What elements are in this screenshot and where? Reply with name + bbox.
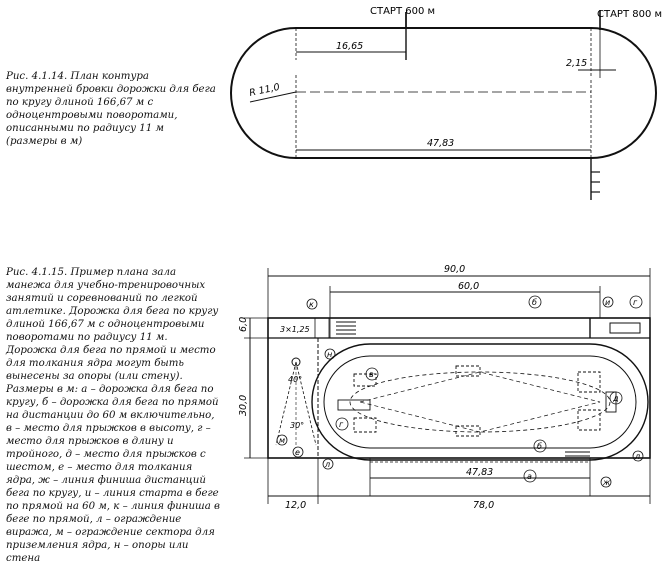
dim-30: 30,0 — [238, 395, 249, 416]
figure-1-track-plan — [230, 10, 657, 200]
dim-12: 12,0 — [285, 500, 306, 511]
dim-6: 6,0 — [238, 317, 249, 332]
dim-16-65: 16,65 — [336, 41, 363, 52]
label-e: е — [295, 448, 300, 457]
dim-90: 90,0 — [444, 264, 465, 275]
figure-2-letter-labels: к б и г н в г е м л б а ж д л — [279, 298, 640, 487]
label-a: а — [527, 472, 532, 481]
label-m: м — [279, 436, 285, 445]
drawings: СТАРТ 600 м СТАРТ 800 м 16,65 2,15 47,83… — [230, 6, 662, 511]
label-k: к — [309, 300, 314, 309]
dim-3x125: 3×1,25 — [280, 325, 310, 334]
label-i: и — [605, 298, 610, 307]
figure-1-caption: Рис. 4.1.14. План контура внутренней бро… — [6, 71, 216, 147]
dim-47-83: 47,83 — [427, 138, 454, 149]
dim-78: 78,0 — [473, 500, 494, 511]
label-v: в — [369, 370, 374, 379]
label-b-bottom: б — [537, 442, 542, 451]
label-l-left: л — [324, 460, 330, 469]
label-zh: ж — [602, 478, 611, 487]
oval-track-outer — [311, 343, 649, 461]
start-800-label: СТАРТ 800 м — [597, 9, 662, 20]
label-n: н — [327, 350, 332, 359]
label-g: г — [339, 420, 344, 429]
angle-40: 40° — [288, 375, 302, 384]
dim-60: 60,0 — [458, 281, 479, 292]
label-g-top: г — [633, 298, 638, 307]
figure-2-arena-plan — [244, 268, 651, 504]
label-d: д — [612, 394, 619, 403]
dim-2-15: 2,15 — [566, 58, 587, 69]
figure-2-caption: Рис. 4.1.15. Пример плана зала манежа дл… — [6, 267, 220, 564]
label-b-top: б — [532, 298, 537, 307]
dim-47-83-b: 47,83 — [466, 467, 493, 478]
angle-30: 30° — [290, 421, 304, 430]
start-600-label: СТАРТ 600 м — [370, 6, 435, 17]
label-l-right: л — [634, 452, 640, 461]
